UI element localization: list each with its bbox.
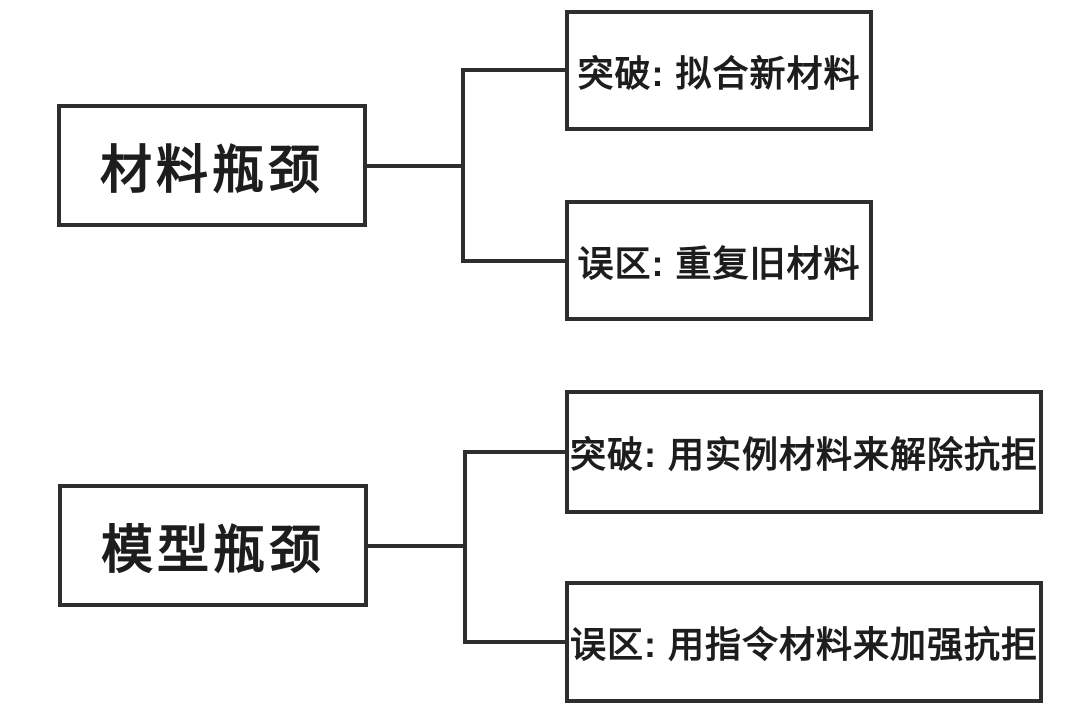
node-material-bottleneck-label: 材料瓶颈: [99, 142, 324, 200]
node-model-bottleneck: 模型瓶颈: [58, 484, 368, 607]
node-breakthrough-example-material-label: 突破: 用实例材料来解除抗拒: [570, 434, 1038, 475]
node-misconception-instruction-material: 误区: 用指令材料来加强抗拒: [565, 581, 1043, 703]
node-breakthrough-example-material: 突破: 用实例材料来解除抗拒: [565, 390, 1043, 514]
node-misconception-repeat-old-material: 误区: 重复旧材料: [565, 200, 873, 321]
node-breakthrough-fit-new-material-label: 突破: 拟合新材料: [577, 52, 861, 94]
node-misconception-instruction-material-label: 误区: 用指令材料来加强抗拒: [570, 624, 1038, 665]
node-model-bottleneck-label: 模型瓶颈: [100, 522, 325, 580]
node-misconception-repeat-old-material-label: 误区: 重复旧材料: [577, 242, 861, 284]
node-material-bottleneck: 材料瓶颈: [57, 104, 367, 227]
connector-model-group: [368, 450, 565, 644]
connector-material-group: [367, 68, 565, 263]
node-breakthrough-fit-new-material: 突破: 拟合新材料: [565, 10, 873, 131]
